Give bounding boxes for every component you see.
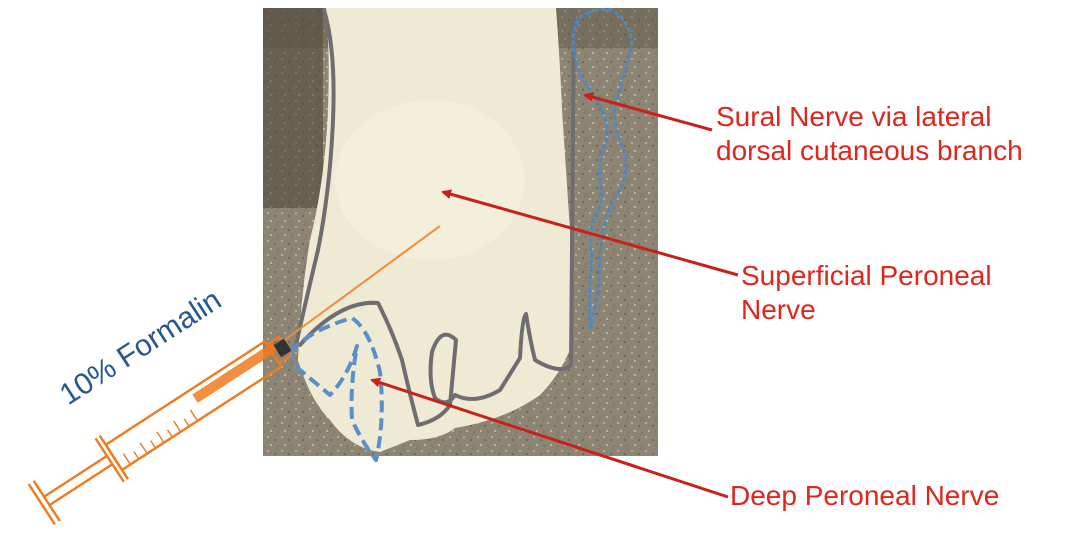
sural-label-line-2: dorsal cutaneous branch (716, 134, 1023, 168)
superficial-label-line-2: Nerve (741, 293, 992, 327)
superficial-label-line-1: Superficial Peroneal (741, 259, 992, 293)
sural-nerve-label: Sural Nerve via lateral dorsal cutaneous… (716, 100, 1023, 168)
deep-peroneal-label: Deep Peroneal Nerve (730, 479, 999, 513)
syringe-icon (28, 323, 301, 526)
sural-label-line-1: Sural Nerve via lateral (716, 100, 1023, 134)
superficial-peroneal-label: Superficial Peroneal Nerve (741, 259, 992, 327)
